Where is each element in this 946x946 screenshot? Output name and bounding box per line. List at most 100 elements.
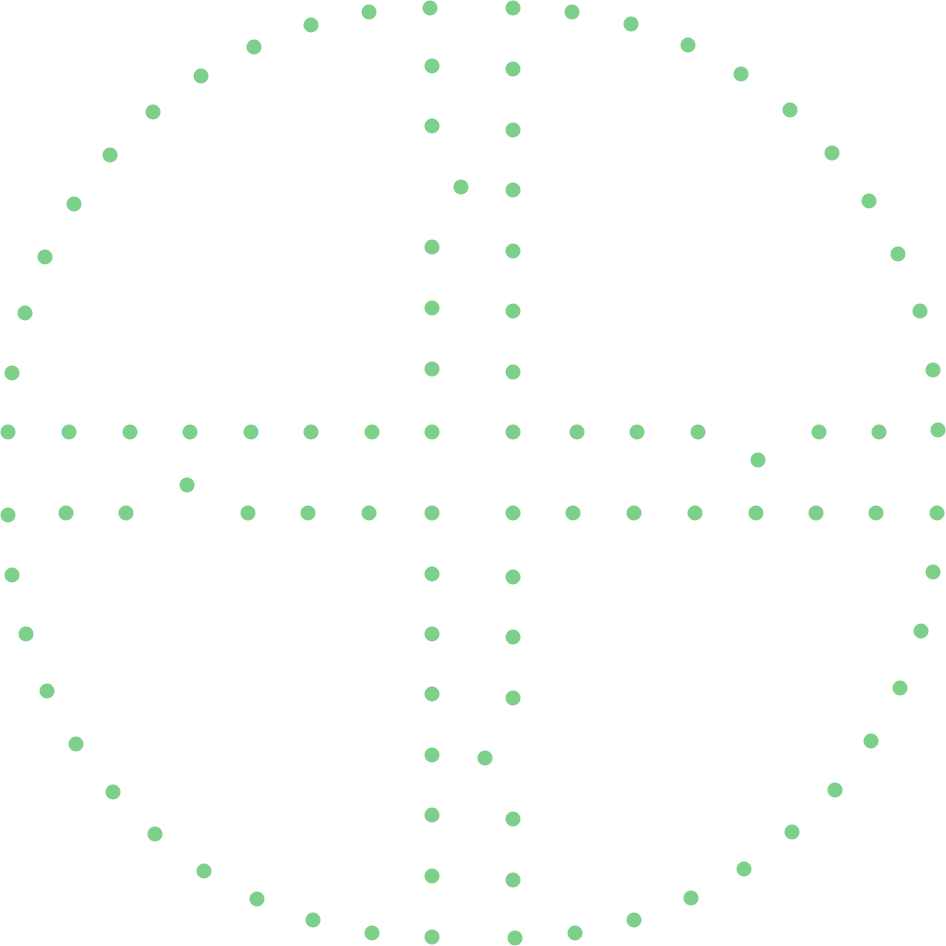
vertical-left-dot bbox=[424, 300, 440, 316]
horizontal-bottom-dot bbox=[808, 505, 824, 521]
ring-dot bbox=[145, 104, 161, 120]
ring-dot bbox=[361, 4, 377, 20]
ring-dot bbox=[567, 925, 583, 941]
horizontal-top-dot bbox=[871, 424, 887, 440]
ring-dot bbox=[929, 505, 945, 521]
ring-dot bbox=[0, 507, 16, 523]
ring-dot bbox=[626, 912, 642, 928]
vertical-right-dot bbox=[505, 690, 521, 706]
vertical-left-dot bbox=[424, 361, 440, 377]
horizontal-top-dot bbox=[364, 424, 380, 440]
vertical-left-dot bbox=[424, 505, 440, 521]
horizontal-bottom-dot bbox=[626, 505, 642, 521]
horizontal-top-dot bbox=[243, 424, 259, 440]
horizontal-bottom-dot bbox=[58, 505, 74, 521]
ring-dot bbox=[925, 362, 941, 378]
ring-dot bbox=[890, 246, 906, 262]
vertical-right-dot bbox=[505, 872, 521, 888]
vertical-right-dot bbox=[505, 629, 521, 645]
horizontal-top-dot bbox=[182, 424, 198, 440]
horizontal-bottom-dot bbox=[179, 477, 195, 493]
horizontal-top-dot bbox=[629, 424, 645, 440]
ring-dot bbox=[736, 861, 752, 877]
horizontal-bottom-dot bbox=[240, 505, 256, 521]
vertical-left-dot bbox=[424, 566, 440, 582]
vertical-left-dot bbox=[424, 686, 440, 702]
ring-dot bbox=[422, 0, 438, 16]
ring-dot bbox=[863, 733, 879, 749]
ring-dot bbox=[17, 305, 33, 321]
ring-dot bbox=[913, 623, 929, 639]
horizontal-top-dot bbox=[61, 424, 77, 440]
vertical-left-dot bbox=[424, 868, 440, 884]
vertical-left-dot bbox=[424, 807, 440, 823]
ring-dot bbox=[680, 37, 696, 53]
horizontal-top-dot bbox=[690, 424, 706, 440]
ring-dot bbox=[66, 196, 82, 212]
ring-dot bbox=[824, 145, 840, 161]
ring-dot bbox=[892, 680, 908, 696]
ring-dot bbox=[4, 567, 20, 583]
horizontal-top-dot bbox=[122, 424, 138, 440]
vertical-right-dot bbox=[477, 750, 493, 766]
ring-dot bbox=[102, 147, 118, 163]
vertical-left-dot bbox=[424, 118, 440, 134]
ring-dot bbox=[105, 784, 121, 800]
ring-dot bbox=[623, 16, 639, 32]
ring-dot bbox=[507, 930, 523, 946]
ring-dot bbox=[249, 891, 265, 907]
vertical-right-dot bbox=[505, 61, 521, 77]
ring-dot bbox=[305, 912, 321, 928]
ring-dot bbox=[18, 626, 34, 642]
ring-dot bbox=[193, 68, 209, 84]
vertical-right-dot bbox=[505, 243, 521, 259]
horizontal-bottom-dot bbox=[687, 505, 703, 521]
vertical-left-dot bbox=[424, 747, 440, 763]
horizontal-bottom-dot bbox=[300, 505, 316, 521]
horizontal-bottom-dot bbox=[565, 505, 581, 521]
ring-dot bbox=[930, 422, 946, 438]
ring-dot bbox=[4, 365, 20, 381]
vertical-right-dot bbox=[505, 182, 521, 198]
ring-dot bbox=[925, 564, 941, 580]
vertical-right-dot bbox=[505, 364, 521, 380]
ring-dot bbox=[364, 925, 380, 941]
ring-dot bbox=[196, 863, 212, 879]
vertical-left-dot bbox=[424, 424, 440, 440]
ring-dot bbox=[68, 736, 84, 752]
ring-dot bbox=[424, 929, 440, 945]
ring-dot bbox=[147, 826, 163, 842]
ring-dot bbox=[912, 303, 928, 319]
ring-dot bbox=[683, 890, 699, 906]
vertical-left-dot bbox=[453, 179, 469, 195]
ring-dot bbox=[861, 193, 877, 209]
vertical-right-dot bbox=[505, 122, 521, 138]
vertical-left-dot bbox=[424, 239, 440, 255]
ring-dot bbox=[827, 782, 843, 798]
vertical-right-dot bbox=[505, 424, 521, 440]
vertical-right-dot bbox=[505, 811, 521, 827]
ring-dot bbox=[0, 424, 16, 440]
ring-dot bbox=[505, 0, 521, 16]
vertical-left-dot bbox=[424, 626, 440, 642]
ring-dot bbox=[564, 4, 580, 20]
ring-dot bbox=[733, 66, 749, 82]
vertical-right-dot bbox=[505, 505, 521, 521]
horizontal-bottom-dot bbox=[118, 505, 134, 521]
horizontal-bottom-dot bbox=[868, 505, 884, 521]
horizontal-top-dot bbox=[303, 424, 319, 440]
vertical-right-dot bbox=[505, 569, 521, 585]
ring-dot bbox=[39, 683, 55, 699]
horizontal-top-dot bbox=[569, 424, 585, 440]
vertical-right-dot bbox=[505, 303, 521, 319]
ring-dot bbox=[303, 17, 319, 33]
ring-dot bbox=[782, 102, 798, 118]
vertical-left-dot bbox=[424, 58, 440, 74]
ring-dot bbox=[784, 824, 800, 840]
horizontal-bottom-dot bbox=[361, 505, 377, 521]
horizontal-bottom-dot bbox=[748, 505, 764, 521]
ring-dot bbox=[246, 39, 262, 55]
ring-dot bbox=[37, 249, 53, 265]
horizontal-top-dot bbox=[811, 424, 827, 440]
